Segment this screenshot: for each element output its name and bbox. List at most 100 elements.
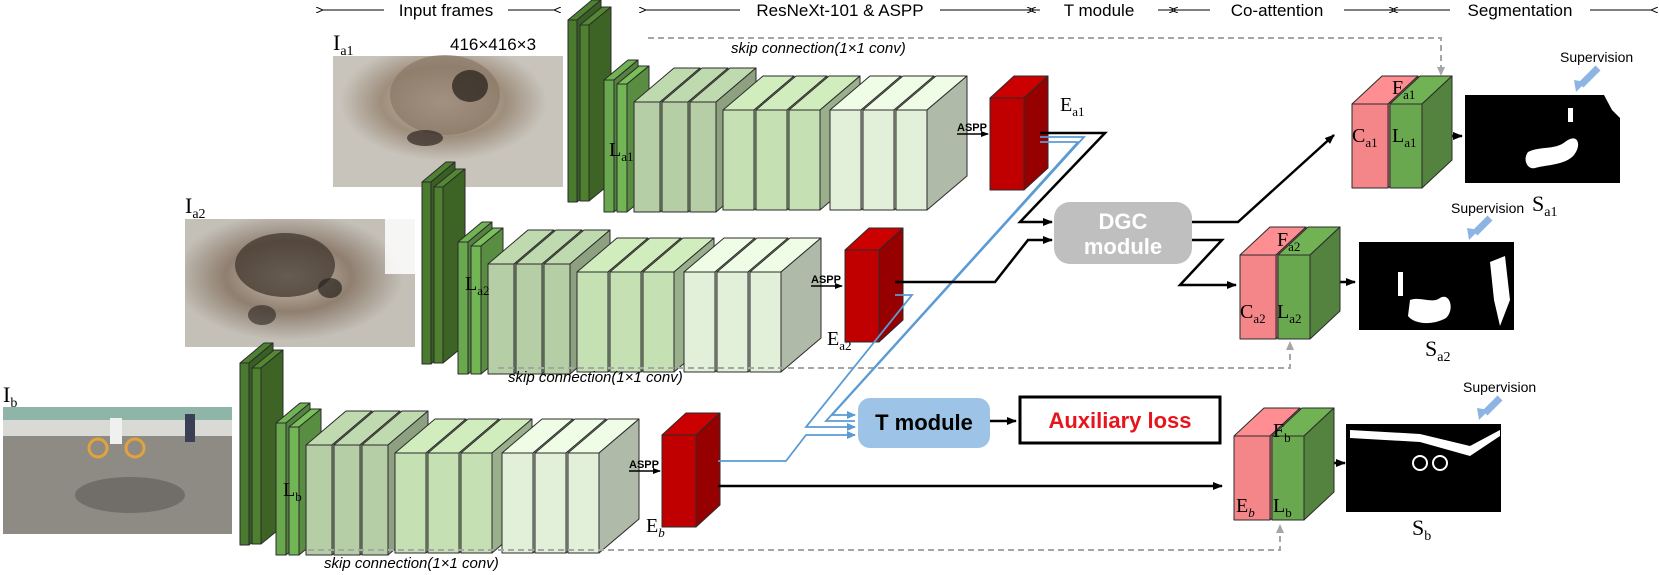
fused-l-a1-sub: a1 — [1404, 135, 1416, 150]
encoder-lb-sub: b — [295, 489, 302, 504]
skip-label-b: skip connection(1×1 conv) — [324, 555, 499, 572]
output-sa1-sub: a1 — [1544, 205, 1557, 220]
fused-f-a1-label: F — [1392, 77, 1403, 99]
frame-ia2-label: I — [185, 193, 192, 218]
stack-a1-layer-5-front — [661, 101, 689, 213]
fused-b-pink-front — [1233, 435, 1271, 521]
frame-ia2-sub: a2 — [192, 207, 205, 222]
svg-text:Lb: Lb — [283, 479, 302, 504]
embedding-eb-sub: b — [658, 525, 665, 540]
dgc-module-box — [1054, 202, 1192, 264]
fused-e-b-sub: b — [1248, 505, 1255, 520]
t-module-box — [858, 398, 990, 448]
fused-a2-pink-front — [1239, 254, 1277, 340]
skip-line-a1 — [648, 37, 1445, 76]
stack-a2-layer-7-front — [576, 271, 609, 373]
flow-ea2-to-dgc — [895, 236, 1053, 284]
encoder-la1-sub: a1 — [621, 149, 633, 164]
header-backbone: ResNeXt-101 & ASPP — [756, 1, 923, 20]
encoder-lb-label: L — [283, 479, 295, 501]
flow-dgc-to-a1 — [1192, 134, 1335, 224]
fused-f-b-label: F — [1273, 420, 1284, 442]
encoder-la2-label: L — [465, 273, 477, 295]
fused-b-green-front — [1271, 435, 1305, 521]
skip-line-a2 — [498, 341, 1294, 369]
skip-label-a2: skip connection(1×1 conv) — [508, 369, 683, 386]
fused-a1-pink-front — [1351, 103, 1389, 189]
stack-a2-layer-10-front — [683, 271, 716, 373]
stack-a2-layer-11-front — [716, 271, 749, 373]
output-sa1-label: S — [1532, 191, 1544, 216]
stack-b-layer-2-front — [275, 422, 287, 556]
fused-l-a2-sub: a2 — [1289, 311, 1301, 326]
frame-ia1-label: I — [333, 30, 340, 55]
frame-ib-sub: b — [10, 396, 17, 411]
fused-c-a1-sub: a1 — [1365, 135, 1377, 150]
svg-text:Lb: Lb — [1273, 495, 1292, 520]
fused-a2-green-front — [1277, 254, 1311, 340]
fused-f-b-sub: b — [1284, 430, 1291, 445]
stack-a2-layer-4-front — [487, 263, 515, 375]
stack-b-layer-8-front — [427, 452, 460, 554]
svg-text:Fa1: Fa1 — [1392, 77, 1415, 102]
output-sa2-sub: a2 — [1437, 350, 1450, 365]
fused-c-a2-label: C — [1240, 301, 1253, 323]
frame-size-label: 416×416×3 — [450, 35, 536, 54]
stack-b-layer-9-front — [460, 452, 493, 554]
skip-line-b — [308, 524, 1284, 551]
fused-l-b-sub: b — [1285, 505, 1292, 520]
blue-line-a2 — [804, 294, 914, 431]
supervision-label-a1: Supervision — [1560, 49, 1633, 65]
svg-text:Ia1: Ia1 — [333, 30, 354, 59]
stack-a1-layer-1-front — [579, 24, 590, 202]
stack-a1-layer-11-front — [862, 109, 895, 211]
frame-ib-label: I — [3, 382, 10, 407]
embedding-ea1-label: E — [1060, 94, 1072, 116]
fused-l-b-label: L — [1273, 495, 1285, 517]
stack-b-layer-5-front — [333, 444, 361, 556]
output-sb-label: S — [1412, 515, 1424, 540]
auxiliary-loss-box — [1018, 395, 1222, 445]
header-t-module: T module — [1064, 1, 1135, 20]
t-module-label: T module — [875, 410, 973, 435]
svg-text:Eb: Eb — [1236, 495, 1255, 520]
aspp-label-a2: ASPP — [811, 274, 841, 286]
fused-a1-green-front — [1389, 103, 1423, 189]
fused-f-a2-sub: a2 — [1288, 239, 1300, 254]
svg-text:La1: La1 — [1392, 125, 1417, 150]
encoder-stack-b — [239, 342, 640, 556]
svg-text:Fa2: Fa2 — [1277, 229, 1300, 254]
stack-a2-layer-9-front — [642, 271, 675, 373]
header: Input frames ResNeXt-101 & ASPP T module… — [322, 0, 1652, 20]
stack-a1-layer-2-front — [603, 79, 615, 213]
fused-f-a1-sub: a1 — [1403, 87, 1415, 102]
embedding-eb-label: E — [646, 515, 658, 537]
stack-a1-layer-7-front — [722, 109, 755, 211]
stack-a2-layer-3-front — [470, 245, 482, 375]
svg-text:Sa1: Sa1 — [1532, 191, 1557, 220]
embedding-ea2-label: E — [827, 328, 839, 350]
fused-f-a2-label: F — [1277, 229, 1288, 251]
header-input-frames: Input frames — [399, 1, 494, 20]
stack-a2-layer-6-front — [543, 263, 571, 375]
blue-line-b — [718, 431, 856, 462]
stack-b-layer-11-front — [534, 452, 567, 554]
stack-a1-layer-0-front — [567, 19, 578, 203]
embedding-ea1-sub: a1 — [1072, 104, 1084, 119]
svg-text:Ib: Ib — [3, 382, 17, 411]
header-segmentation: Segmentation — [1468, 1, 1573, 20]
stack-b-layer-6-front — [361, 444, 389, 556]
stack-a1-layer-10-front — [829, 109, 862, 211]
svg-text:Fb: Fb — [1273, 420, 1291, 445]
svg-text:Eb: Eb — [646, 515, 665, 540]
frame-ib — [3, 407, 232, 534]
skip-label-a1: skip connection(1×1 conv) — [731, 40, 906, 57]
stack-b-layer-7-front — [394, 452, 427, 554]
stack-a2-layer-2-front — [457, 241, 469, 375]
stack-b-layer-10-front — [501, 452, 534, 554]
output-mask-sa1 — [1465, 95, 1620, 183]
stack-a1-layer-3-front — [616, 83, 628, 213]
svg-text:Ca1: Ca1 — [1352, 125, 1378, 150]
stack-a2-layer-0-front — [421, 181, 432, 365]
flow-ea1-to-dgc — [1017, 131, 1108, 226]
